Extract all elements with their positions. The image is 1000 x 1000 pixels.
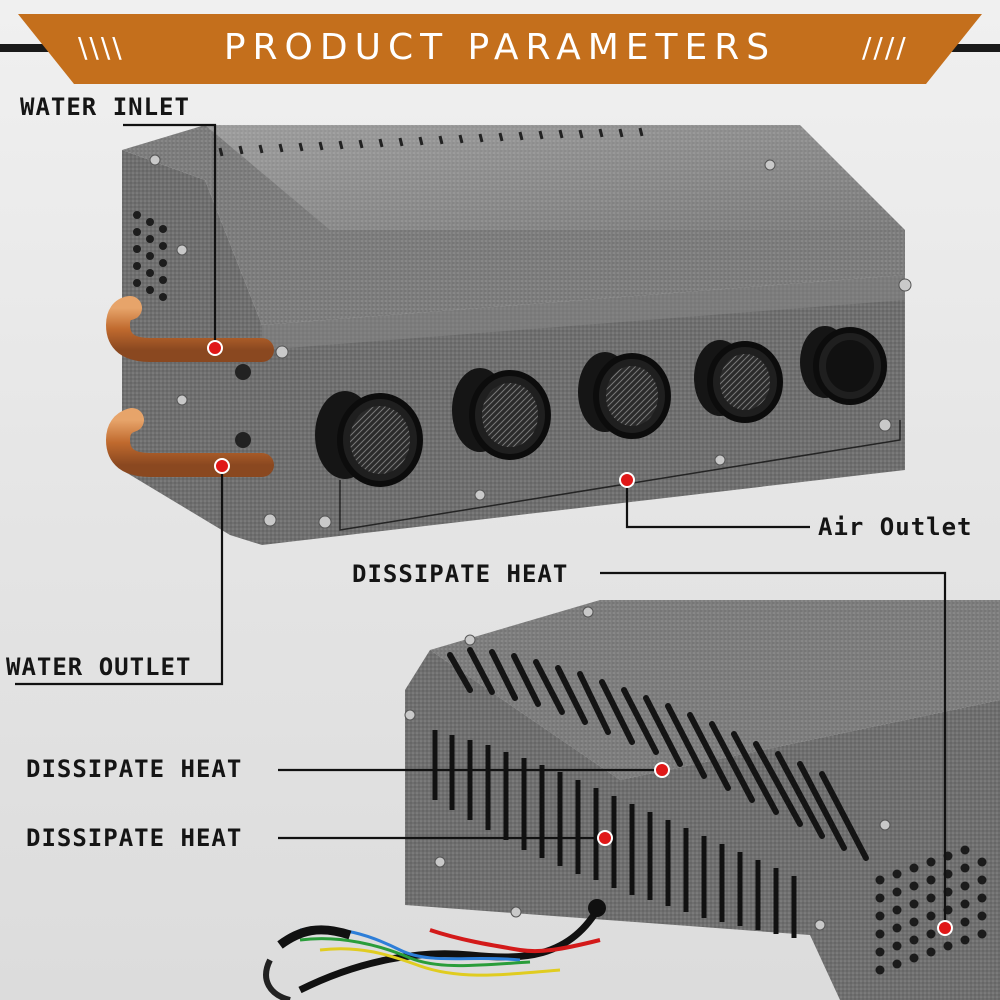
marker-dissipate-heat-bottom xyxy=(597,830,613,846)
leader-water-inlet xyxy=(123,123,217,348)
label-dissipate-heat-middle: DISSIPATE HEAT xyxy=(26,755,243,783)
wiring-harness xyxy=(263,899,606,1000)
label-dissipate-heat-bottom: DISSIPATE HEAT xyxy=(26,824,243,852)
marker-water-outlet xyxy=(214,458,230,474)
label-air-outlet: Air Outlet xyxy=(818,513,973,541)
vent-slots xyxy=(432,730,797,938)
bottom-unit-front-panel xyxy=(405,650,1000,1000)
banner-title: PRODUCT PARAMETERS xyxy=(223,27,777,68)
marker-water-inlet xyxy=(207,340,223,356)
bottom-heater-unit xyxy=(263,600,1000,1000)
heat-fins xyxy=(447,647,869,861)
label-water-outlet: WATER OUTLET xyxy=(6,653,192,681)
banner-left-deco: \\\\ xyxy=(78,31,124,64)
markers xyxy=(207,340,953,936)
top-cover-slots xyxy=(218,127,644,157)
banner-right-deco: //// xyxy=(862,31,908,64)
marker-dissipate-heat-top xyxy=(937,920,953,936)
leader-dissipate-heat-top xyxy=(600,571,947,928)
label-water-inlet: WATER INLET xyxy=(20,93,190,121)
screws xyxy=(149,154,912,529)
banner-ribbon xyxy=(18,14,982,84)
leader-water-outlet xyxy=(15,466,224,686)
marker-dissipate-heat-middle xyxy=(654,762,670,778)
bottom-unit-top-cover xyxy=(430,600,1000,780)
banner xyxy=(0,14,1000,84)
leader-air-outlet xyxy=(625,480,810,529)
leader-lines xyxy=(15,123,947,928)
marker-air-outlet xyxy=(619,472,635,488)
air-outlet-bracket xyxy=(339,420,901,531)
label-dissipate-heat-top: DISSIPATE HEAT xyxy=(352,560,569,588)
copper-pipes xyxy=(105,296,274,477)
top-unit-cover-highlight xyxy=(205,125,905,230)
side-vent-holes xyxy=(133,211,167,301)
air-outlet-nozzles xyxy=(315,326,887,487)
bottom-screws xyxy=(404,606,891,931)
top-heater-unit xyxy=(105,125,912,545)
